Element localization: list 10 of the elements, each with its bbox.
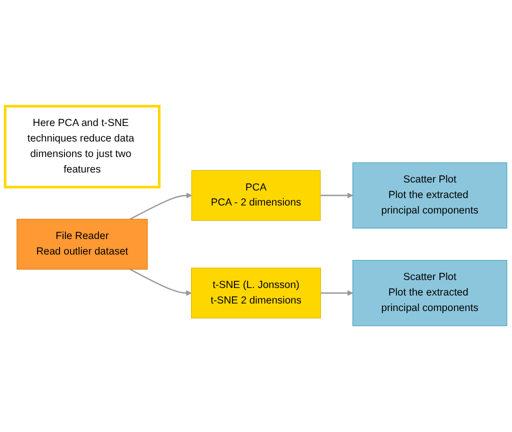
node-box: Here PCA and t-SNE techniques reduce data dimensions to just two features bbox=[4, 104, 161, 188]
arrow bbox=[130, 192, 192, 220]
arrow bbox=[320, 290, 354, 296]
arrow bbox=[130, 268, 192, 296]
node-box: Scatter Plot Plot the extracted principal components bbox=[352, 260, 508, 326]
node-box: File Reader Read outlier dataset bbox=[16, 218, 148, 270]
node-box: Scatter Plot Plot the extracted principal components bbox=[352, 162, 508, 229]
arrow bbox=[320, 192, 354, 198]
node-box: PCA PCA - 2 dimensions bbox=[191, 170, 321, 221]
node-box: t-SNE (L. Jonsson) t-SNE 2 dimensions bbox=[191, 268, 321, 318]
